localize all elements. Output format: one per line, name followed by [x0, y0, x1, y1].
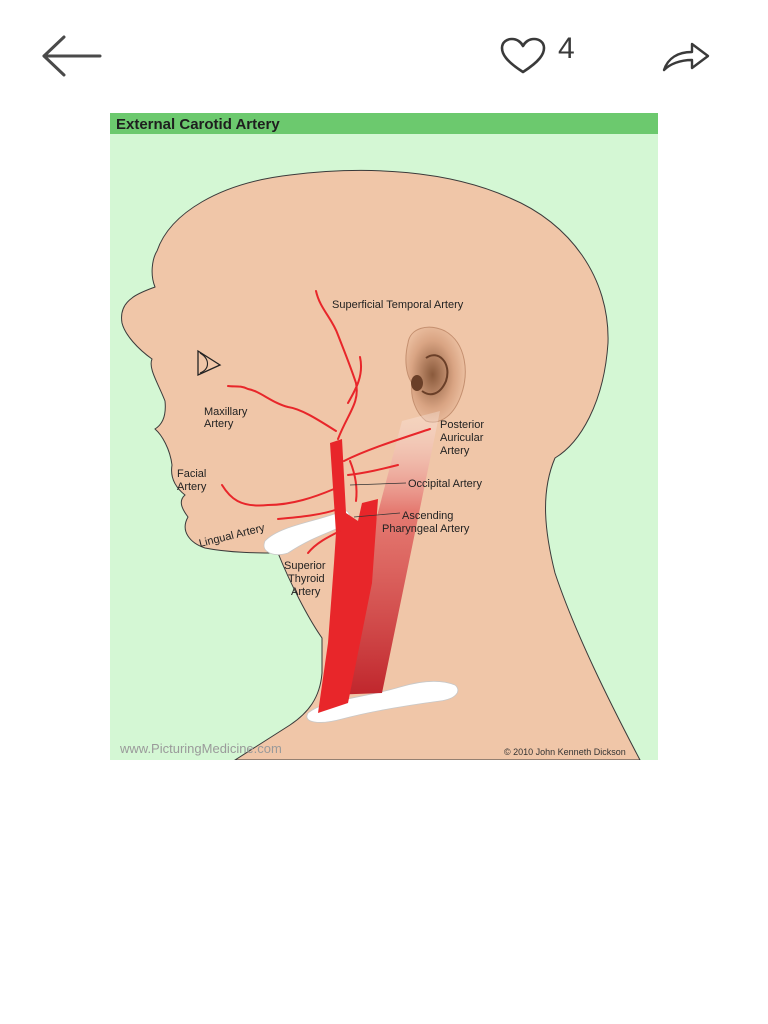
external-carotid-diagram: External Carotid Artery [110, 113, 658, 760]
ear [405, 326, 466, 423]
superior-thyroid-branch [307, 530, 341, 554]
figure-title: External Carotid Artery [116, 116, 280, 133]
label-ascending-pharyngeal-line1: Ascending [402, 510, 453, 522]
like-count: 4 [558, 32, 575, 65]
artery-branches [221, 290, 431, 554]
label-leader-lines [349, 482, 407, 518]
label-occipital-artery: Occipital Artery [408, 478, 482, 490]
arrow-left-icon [42, 35, 102, 77]
label-posterior-auricular-line2: Auricular [440, 432, 484, 444]
title-band [110, 113, 658, 134]
label-posterior-auricular-line3: Artery [440, 445, 470, 457]
label-superior-thyroid-line2: Thyroid [288, 573, 325, 585]
superficial-temporal-branch [315, 290, 358, 440]
label-superior-thyroid-line3: Artery [291, 586, 321, 598]
like-button[interactable] [498, 36, 548, 78]
maxillary-branch [227, 385, 337, 432]
back-button[interactable] [36, 30, 108, 84]
label-superficial-temporal-artery: Superficial Temporal Artery [332, 299, 464, 311]
top-toolbar: 4 [0, 0, 768, 110]
facial-branch [221, 484, 335, 507]
anatomy-figure: External Carotid Artery [110, 113, 658, 760]
lingual-branch [277, 508, 339, 520]
label-ascending-pharyngeal-line2: Pharyngeal Artery [382, 523, 470, 535]
website-watermark: www.PicturingMedicine.com [119, 741, 282, 756]
posterior-auricular-branch [343, 428, 431, 462]
label-posterior-auricular-line1: Posterior [440, 419, 484, 431]
temporal-sub-branch [347, 356, 362, 404]
occipital-branch [347, 464, 399, 476]
heart-icon [500, 37, 546, 74]
eye-outline [197, 349, 222, 377]
label-superior-thyroid-line1: Superior [284, 560, 326, 572]
label-maxillary-artery-line2: Artery [204, 418, 234, 430]
share-arrow-icon [662, 42, 710, 72]
label-facial-artery-line2: Artery [177, 481, 207, 493]
label-maxillary-artery-line1: Maxillary [204, 406, 248, 418]
head-silhouette [121, 169, 641, 760]
label-facial-artery-line1: Facial [177, 468, 206, 480]
ascending-pharyngeal-branch [349, 460, 358, 502]
share-button[interactable] [658, 36, 714, 78]
common-carotid-artery [318, 439, 378, 713]
copyright-notice: © 2010 John Kenneth Dickson [504, 747, 626, 757]
